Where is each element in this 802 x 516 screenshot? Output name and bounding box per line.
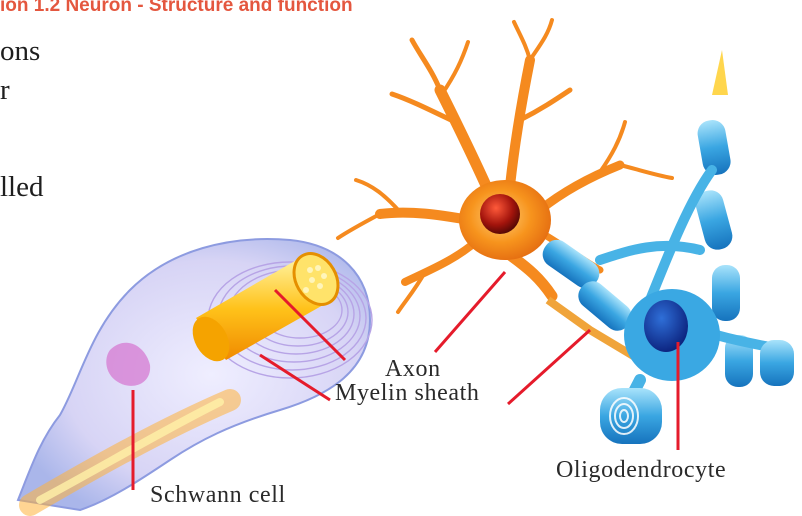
myelin-sheath-leader-right xyxy=(508,330,590,404)
axon-leader-line xyxy=(435,272,505,352)
label-oligodendrocyte: Oligodendrocyte xyxy=(556,457,726,484)
label-myelin-sheath: Myelin sheath xyxy=(335,380,479,407)
label-schwann-cell: Schwann cell xyxy=(150,482,286,509)
label-axon: Axon xyxy=(385,356,441,383)
neuron-illustration xyxy=(338,20,672,312)
oligodendrocyte-illustration xyxy=(600,170,794,444)
